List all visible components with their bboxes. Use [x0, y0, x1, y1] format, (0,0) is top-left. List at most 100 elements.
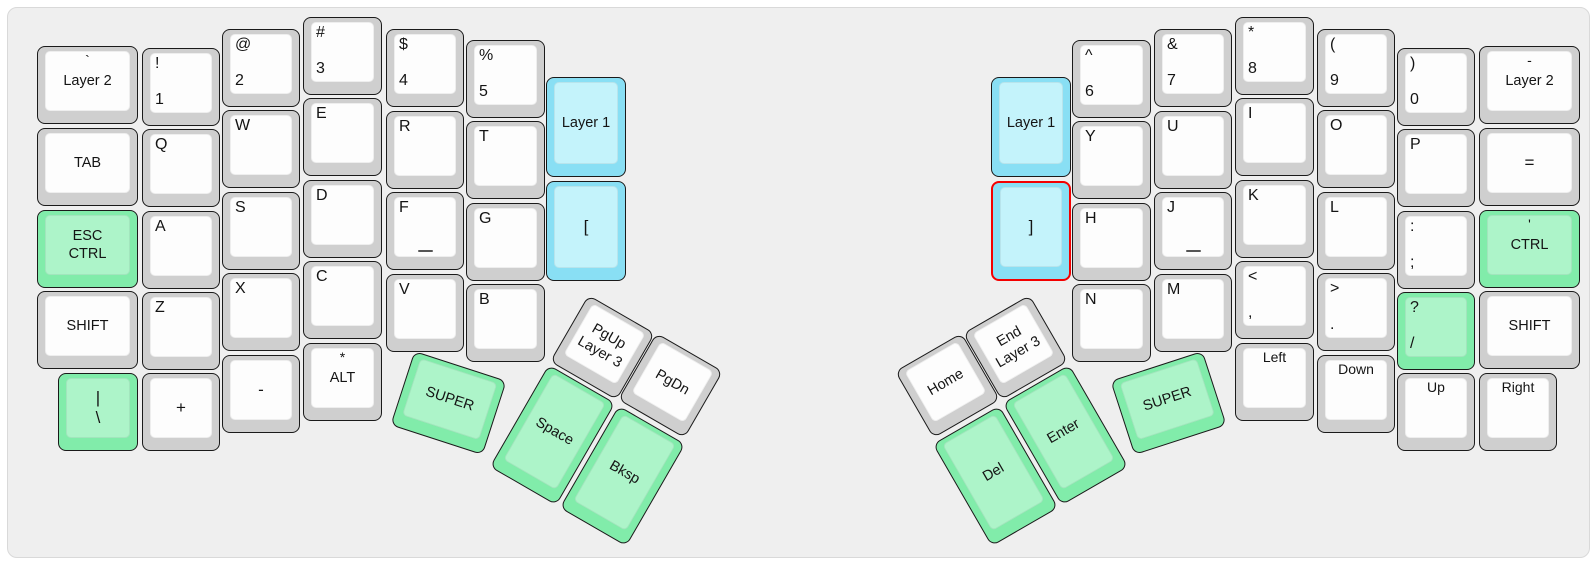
key-down[interactable]: Down — [1317, 355, 1395, 433]
key-label: M — [1167, 281, 1181, 298]
key-h[interactable]: H — [1072, 203, 1151, 281]
keycap-top — [1325, 197, 1387, 257]
key-label: ( — [1330, 36, 1336, 53]
key-label: , — [1248, 304, 1253, 321]
keycap-top — [1487, 378, 1549, 438]
keycap-top — [1405, 378, 1467, 438]
keycap-top — [45, 215, 130, 275]
key-label: B — [479, 291, 490, 308]
key-label: = — [1524, 153, 1535, 172]
key-label: L — [1330, 199, 1339, 216]
key-rparen-0[interactable]: )0 — [1397, 48, 1475, 126]
key-asterisk-alt[interactable]: * ALT — [303, 343, 382, 421]
keycap-top — [45, 296, 130, 356]
key-label: F — [399, 199, 409, 216]
key-left[interactable]: Left — [1235, 343, 1314, 421]
key-label: TAB — [73, 155, 102, 171]
key-grave-layer2[interactable]: `Layer 2 — [37, 46, 138, 124]
key-label: Layer 1 — [561, 115, 611, 131]
keycap-top — [230, 360, 292, 420]
keycap-top — [474, 126, 537, 186]
key-f[interactable]: F — [386, 192, 464, 270]
keycap-top — [474, 45, 537, 105]
key-shift-right[interactable]: SHIFT — [1479, 291, 1580, 369]
key-u[interactable]: U — [1154, 111, 1232, 189]
key-r[interactable]: R — [386, 111, 464, 189]
key-dollar-4[interactable]: $4 — [386, 29, 464, 107]
keycap-top — [1080, 45, 1143, 105]
keycap-top — [1080, 289, 1143, 349]
key-at-2[interactable]: @2 — [222, 29, 300, 107]
key-label: SHIFT — [66, 318, 109, 334]
key-k[interactable]: K — [1235, 180, 1314, 258]
key-pipe-backslash[interactable]: |\ — [58, 373, 138, 451]
key-rbracket[interactable]: ] — [991, 181, 1071, 281]
key-d[interactable]: D — [303, 180, 382, 258]
key-j[interactable]: J — [1154, 192, 1232, 270]
key-label: X — [235, 280, 246, 297]
keycap-top — [311, 103, 374, 163]
key-minus-layer2[interactable]: -Layer 2 — [1479, 46, 1580, 124]
key-up[interactable]: Up — [1397, 373, 1475, 451]
key-amp-7[interactable]: &7 — [1154, 29, 1232, 107]
key-g[interactable]: G — [466, 203, 545, 281]
keycap-top — [1487, 296, 1572, 356]
key-b[interactable]: B — [466, 284, 545, 362]
key-lparen-9[interactable]: (9 — [1317, 29, 1395, 107]
key-layer1-right[interactable]: Layer 1 — [991, 77, 1071, 177]
key-o[interactable]: O — [1317, 110, 1395, 188]
keycap-top — [474, 208, 537, 268]
keycap-top — [150, 378, 212, 438]
key-asterisk-8[interactable]: *8 — [1235, 17, 1314, 95]
key-n[interactable]: N — [1072, 284, 1151, 362]
key-minus[interactable]: - — [222, 355, 300, 433]
key-v[interactable]: V — [386, 274, 464, 352]
keycap-top — [554, 186, 618, 268]
keycap-top — [1243, 266, 1306, 326]
key-y[interactable]: Y — [1072, 121, 1151, 199]
key-tab[interactable]: TAB — [37, 128, 138, 206]
key-a[interactable]: A — [142, 211, 220, 289]
key-label: O — [1330, 117, 1343, 134]
key-lt-comma[interactable]: <, — [1235, 261, 1314, 339]
key-label: $ — [399, 36, 408, 53]
key-quote-ctrl[interactable]: 'CTRL — [1479, 210, 1580, 288]
keycap-top — [1243, 185, 1306, 245]
key-label: N — [1085, 291, 1097, 308]
key-x[interactable]: X — [222, 273, 300, 351]
key-w[interactable]: W — [222, 110, 300, 188]
key-hash-3[interactable]: #3 — [303, 17, 382, 95]
key-colon-semicolon[interactable]: :; — [1397, 211, 1475, 289]
key-equals[interactable]: = — [1479, 128, 1580, 206]
key-plus[interactable]: + — [142, 373, 220, 451]
key-q[interactable]: Q — [142, 129, 220, 207]
key-layer1-left[interactable]: Layer 1 — [546, 77, 626, 177]
key-p[interactable]: P — [1397, 129, 1475, 207]
key-shift-left[interactable]: SHIFT — [37, 291, 138, 369]
key-exclam-1[interactable]: !1 — [142, 48, 220, 126]
key-t[interactable]: T — [466, 121, 545, 199]
key-i[interactable]: I — [1235, 98, 1314, 176]
key-label: D — [316, 187, 328, 204]
key-c[interactable]: C — [303, 261, 382, 339]
keycap-top — [1000, 187, 1062, 267]
key-m[interactable]: M — [1154, 274, 1232, 352]
key-lbracket[interactable]: [ — [546, 181, 626, 281]
key-label: ALT — [329, 370, 356, 386]
key-label: 4 — [399, 72, 408, 89]
key-caret-6[interactable]: ^6 — [1072, 40, 1151, 118]
key-label: 7 — [1167, 72, 1176, 89]
key-percent-5[interactable]: %5 — [466, 40, 545, 118]
key-question-slash[interactable]: ?/ — [1397, 292, 1475, 370]
key-s[interactable]: S — [222, 192, 300, 270]
key-right[interactable]: Right — [1479, 373, 1557, 451]
key-e[interactable]: E — [303, 98, 382, 176]
key-label: * — [339, 349, 346, 365]
key-gt-period[interactable]: >. — [1317, 273, 1395, 351]
key-label: Q — [155, 136, 168, 153]
key-z[interactable]: Z — [142, 292, 220, 370]
key-label: P — [1410, 136, 1421, 153]
key-l[interactable]: L — [1317, 192, 1395, 270]
key-label: > — [1330, 280, 1340, 297]
